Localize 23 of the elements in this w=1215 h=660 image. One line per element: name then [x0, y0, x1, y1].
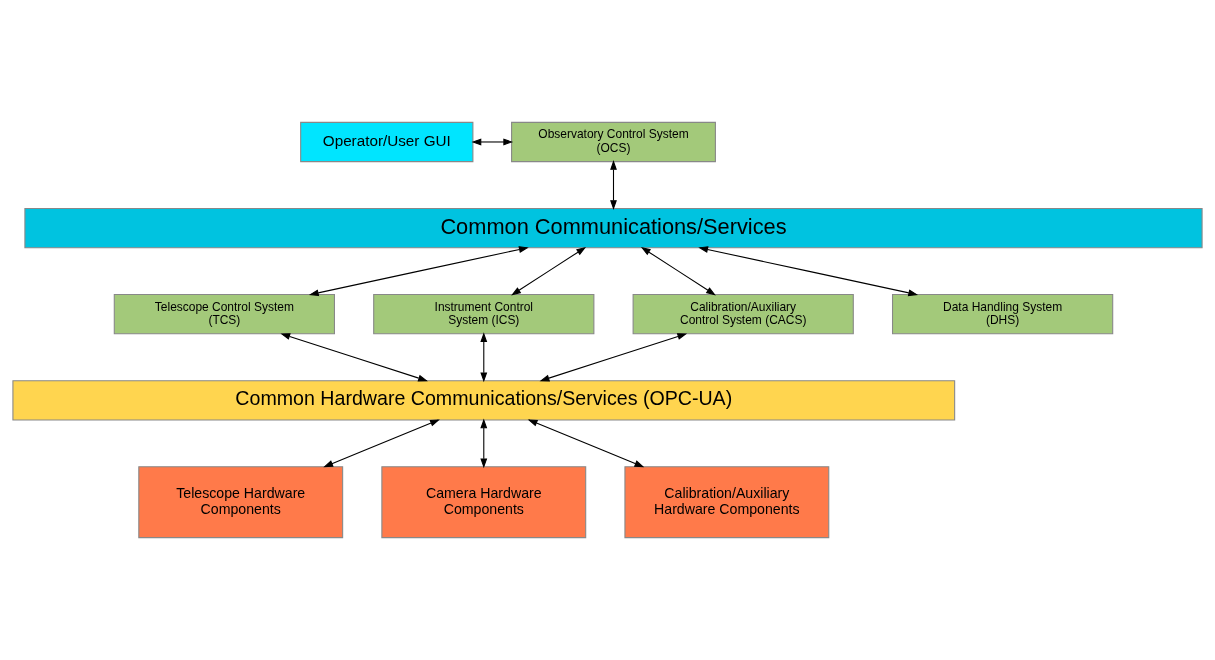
node-box: Camera Hardware Components — [381, 466, 587, 539]
arrow — [480, 418, 488, 469]
arrow — [527, 419, 645, 468]
arrow — [280, 333, 428, 382]
arrow — [471, 138, 514, 146]
node-box: Observatory Control System (OCS) — [511, 121, 716, 163]
arrow — [640, 246, 716, 296]
arrow — [480, 332, 488, 383]
arrow — [511, 246, 587, 296]
node-box: Telescope Hardware Components — [138, 466, 344, 539]
node-box: Instrument Control System (ICS) — [373, 294, 595, 335]
arrow — [610, 160, 617, 211]
node-box: Calibration/Auxiliary Control System (CACS) — [632, 294, 854, 335]
node-box: Telescope Control System (TCS) — [113, 294, 335, 335]
node-box: Common Hardware Communications/Services (OPC-UA) — [12, 380, 956, 421]
node-box: Common Communications/Services — [24, 207, 1203, 249]
arrow — [698, 246, 919, 297]
node-box: Operator/User GUI — [300, 121, 474, 163]
arrow — [323, 419, 440, 468]
node-box: Data Handling System (DHS) — [892, 294, 1114, 335]
node-box: Calibration/Auxiliary Hardware Components — [624, 466, 830, 539]
arrow — [539, 333, 688, 382]
arrow — [308, 246, 529, 297]
